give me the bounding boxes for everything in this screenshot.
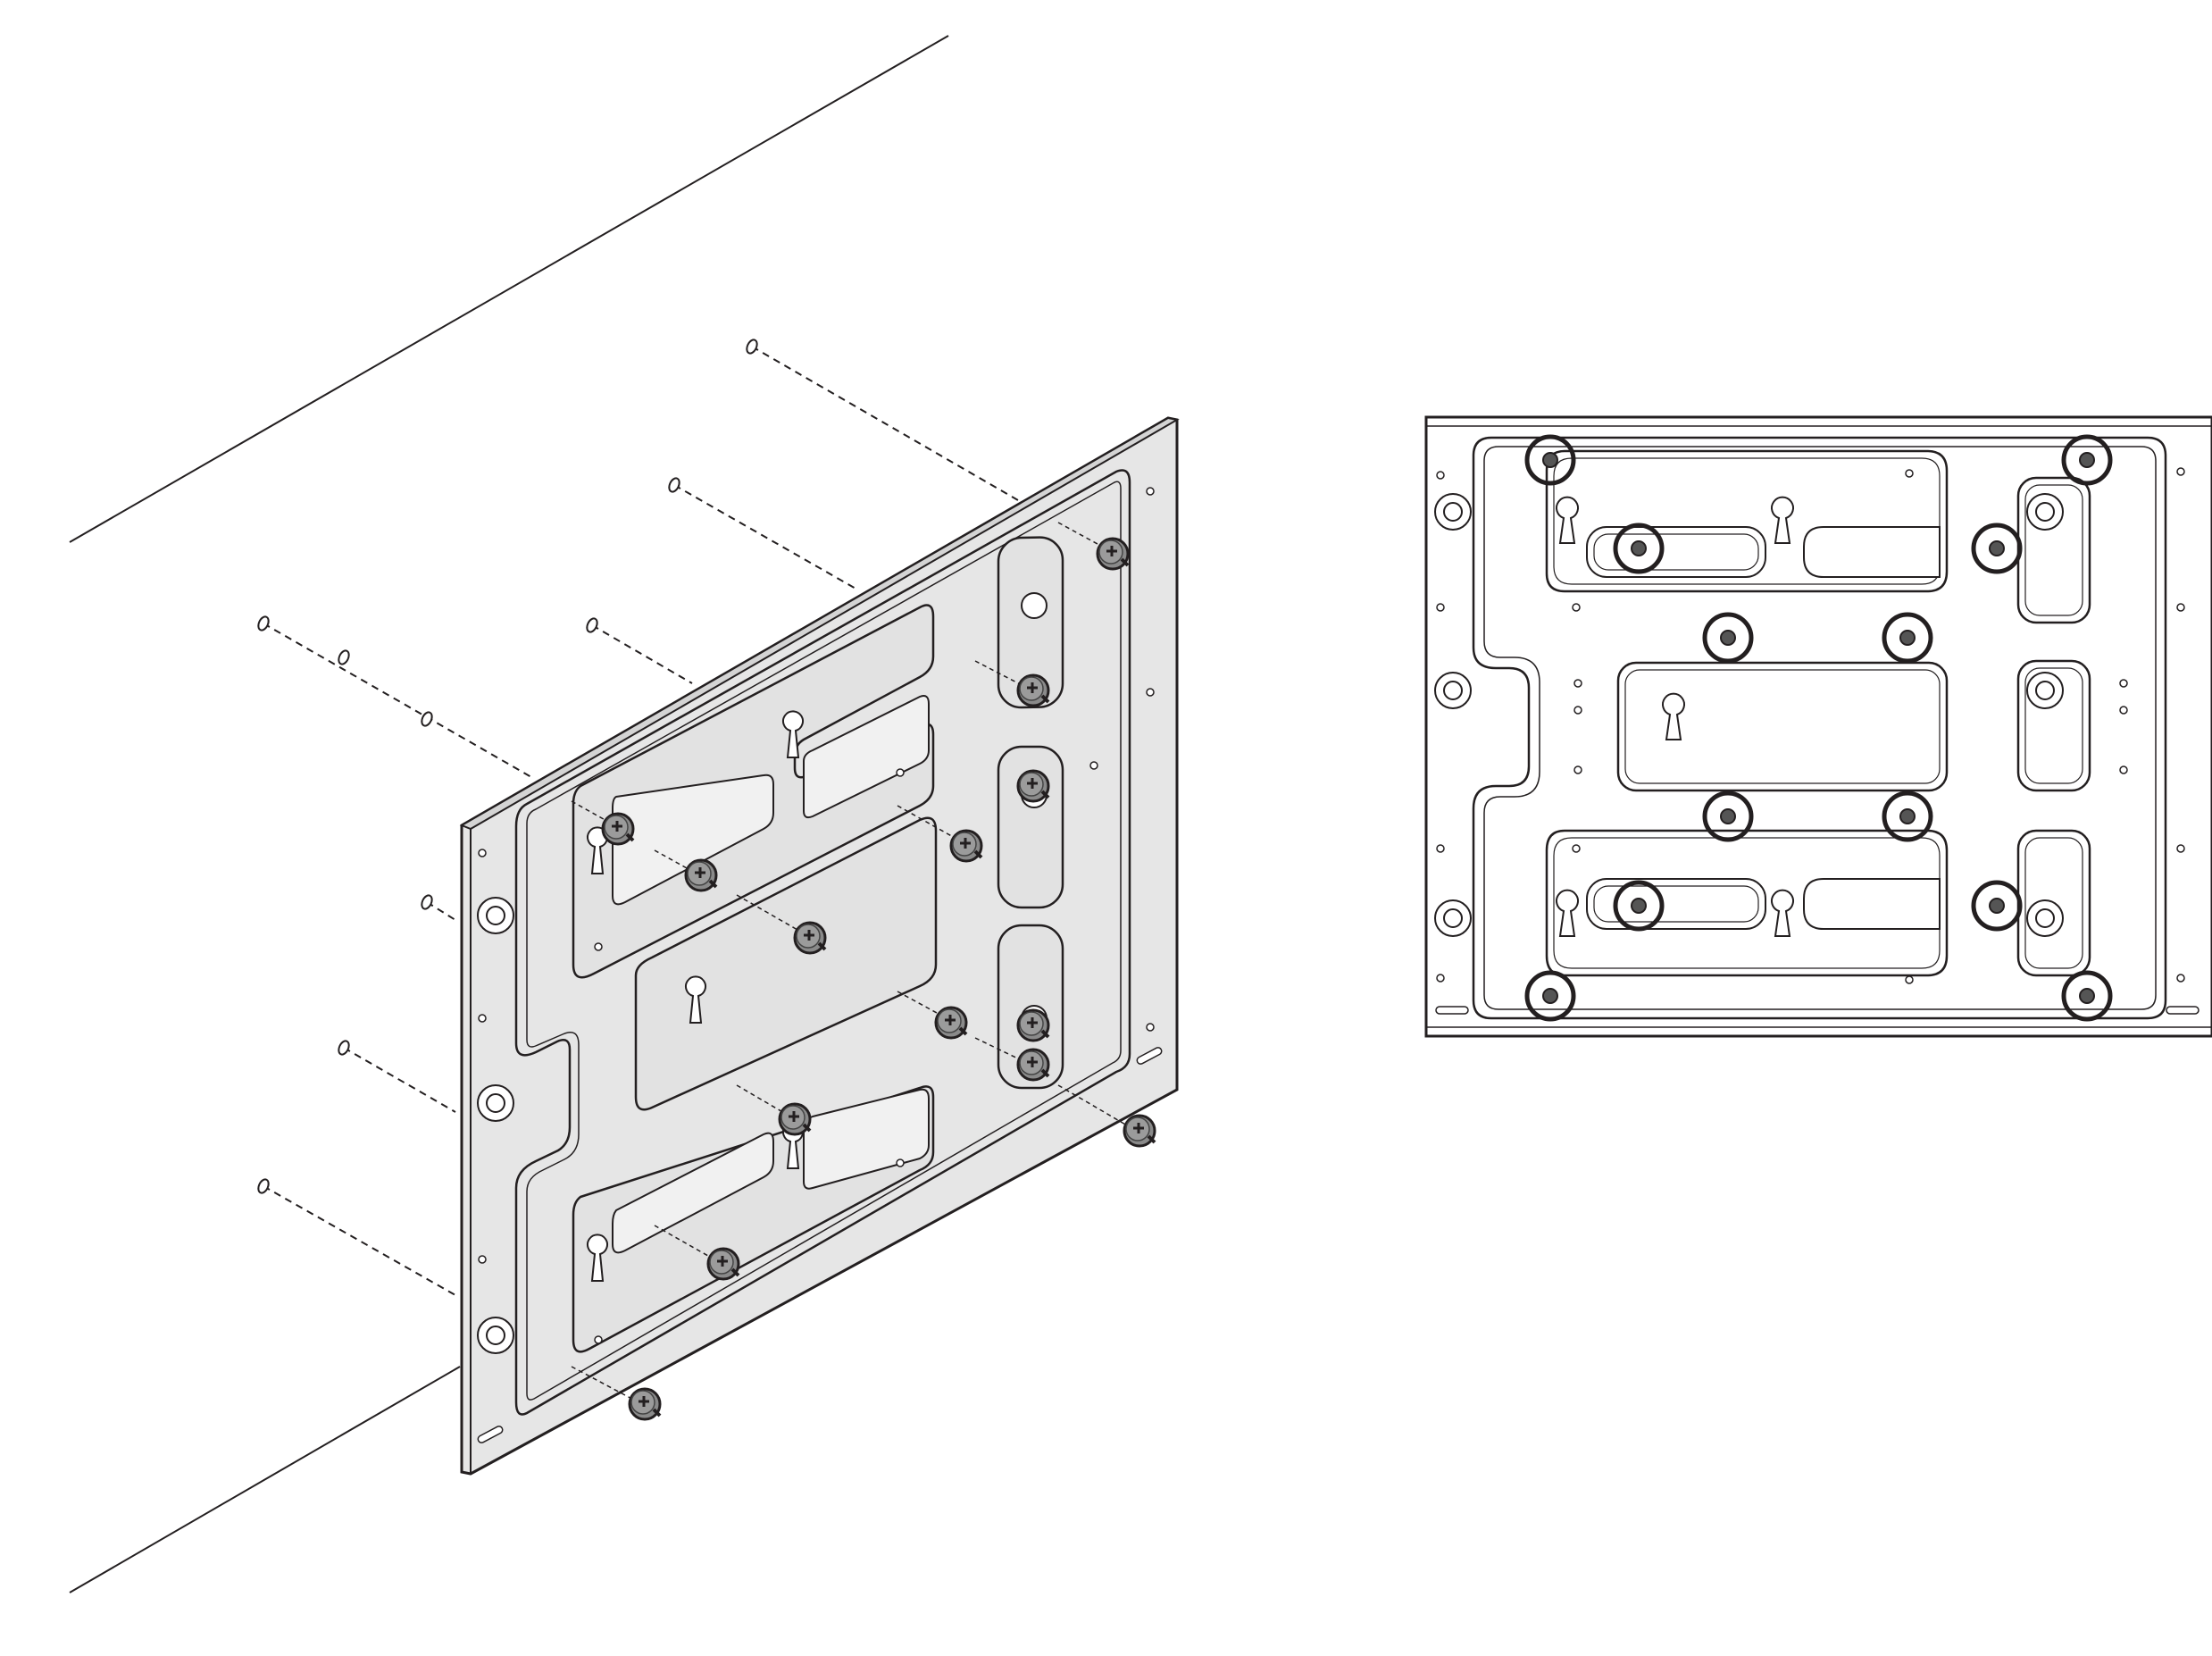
wall-outline bbox=[69, 35, 949, 1593]
alignment-guide-lines bbox=[263, 346, 1019, 1296]
front-view-mounting-plate bbox=[1424, 415, 2212, 1038]
keyhole-icon bbox=[1556, 496, 1794, 937]
